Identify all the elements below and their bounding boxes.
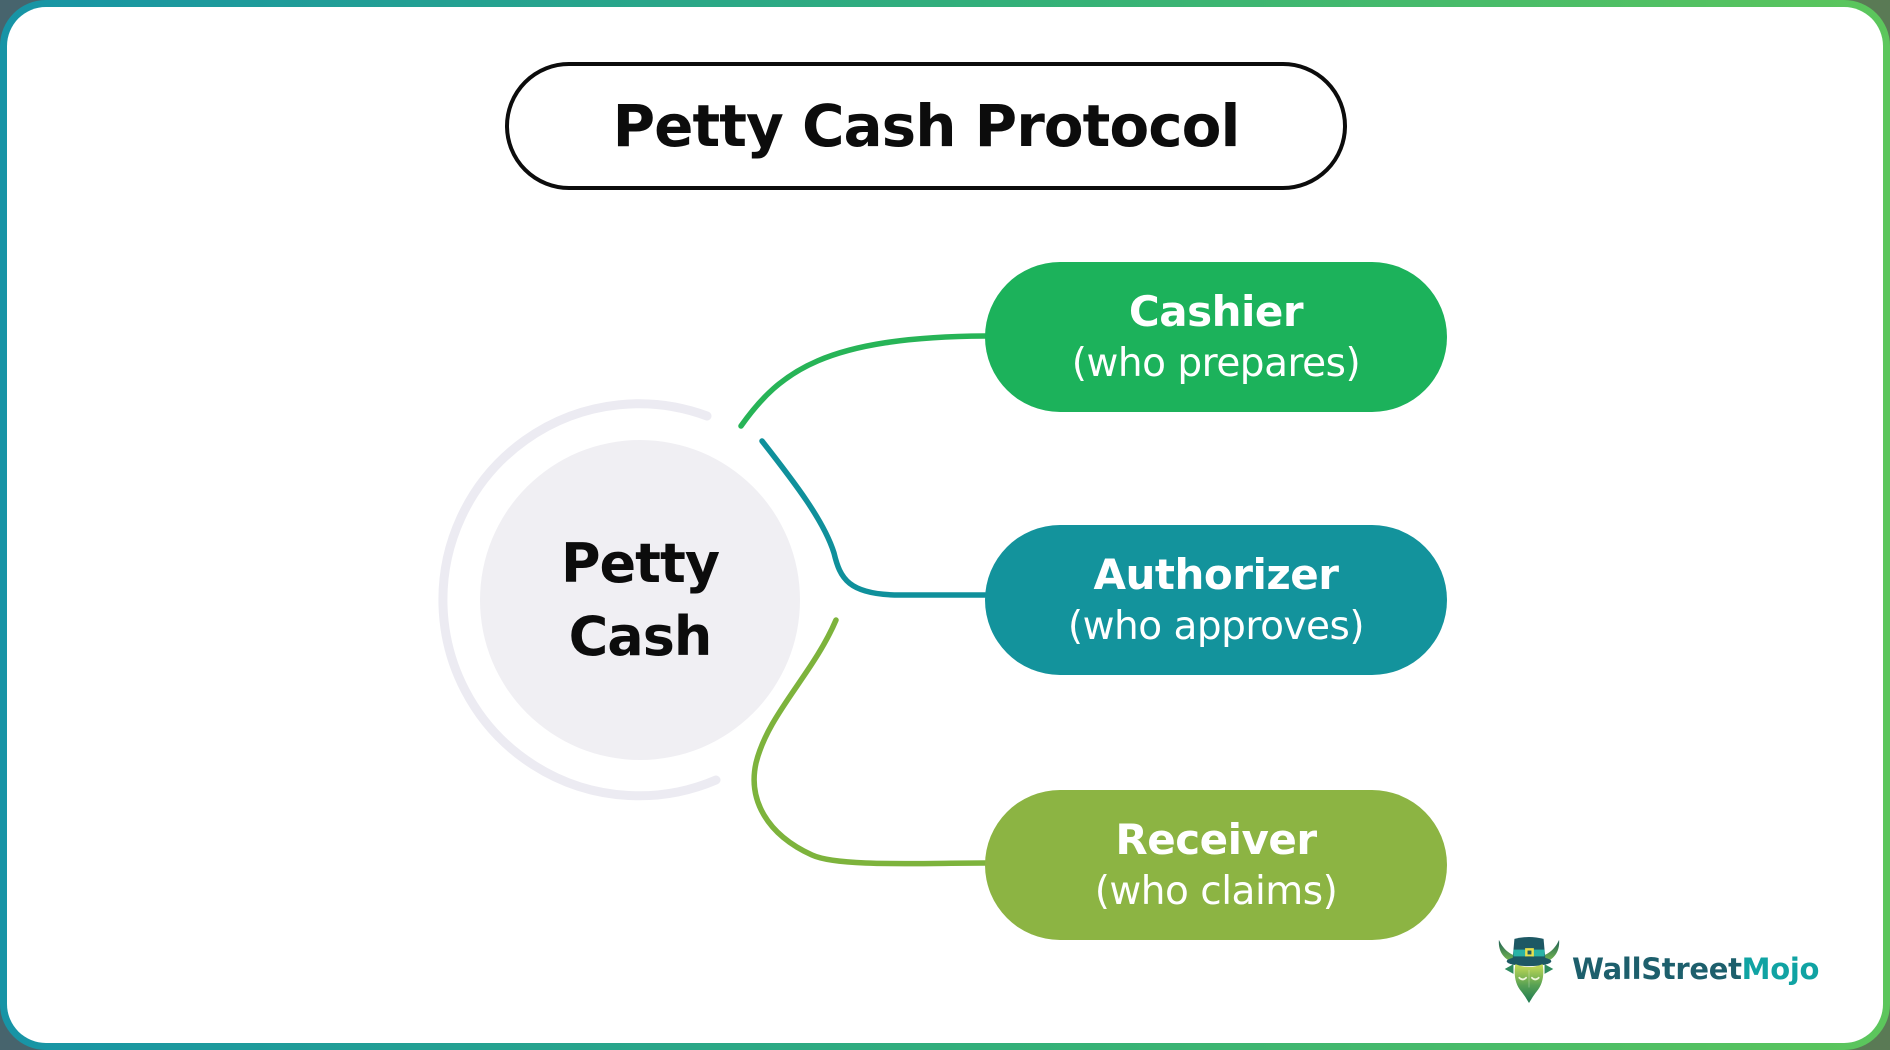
connector-receiver [751, 617, 988, 867]
node-receiver: Receiver (who claims) [985, 790, 1447, 940]
node-cashier-title: Cashier [1128, 287, 1304, 336]
page-title: Petty Cash Protocol [612, 92, 1241, 160]
wallstreetmojo-logo: WallStreetMojo [1496, 934, 1819, 1004]
hub-ring-arc [438, 399, 721, 801]
connector-cashier [738, 333, 988, 429]
node-authorizer-title: Authorizer [1093, 550, 1340, 599]
node-authorizer: Authorizer (who approves) [985, 525, 1447, 675]
hub-label-line1: Petty [560, 532, 720, 595]
connector-authorizer [759, 438, 988, 598]
logo-text-wallstreet: WallStreet [1572, 952, 1742, 986]
node-receiver-subtitle: (who claims) [1094, 869, 1338, 914]
title-box: Petty Cash Protocol [505, 62, 1347, 190]
node-receiver-title: Receiver [1115, 815, 1317, 864]
bull-icon [1498, 936, 1560, 1003]
node-authorizer-subtitle: (who approves) [1067, 604, 1365, 649]
node-cashier: Cashier (who prepares) [985, 262, 1447, 412]
logo-wordmark: WallStreetMojo [1572, 952, 1819, 986]
hub-label-line2: Cash [568, 605, 713, 668]
logo-text-mojo: Mojo [1741, 952, 1820, 986]
node-cashier-subtitle: (who prepares) [1071, 341, 1361, 386]
petty-cash-hub-circle: Petty Cash [480, 440, 800, 760]
